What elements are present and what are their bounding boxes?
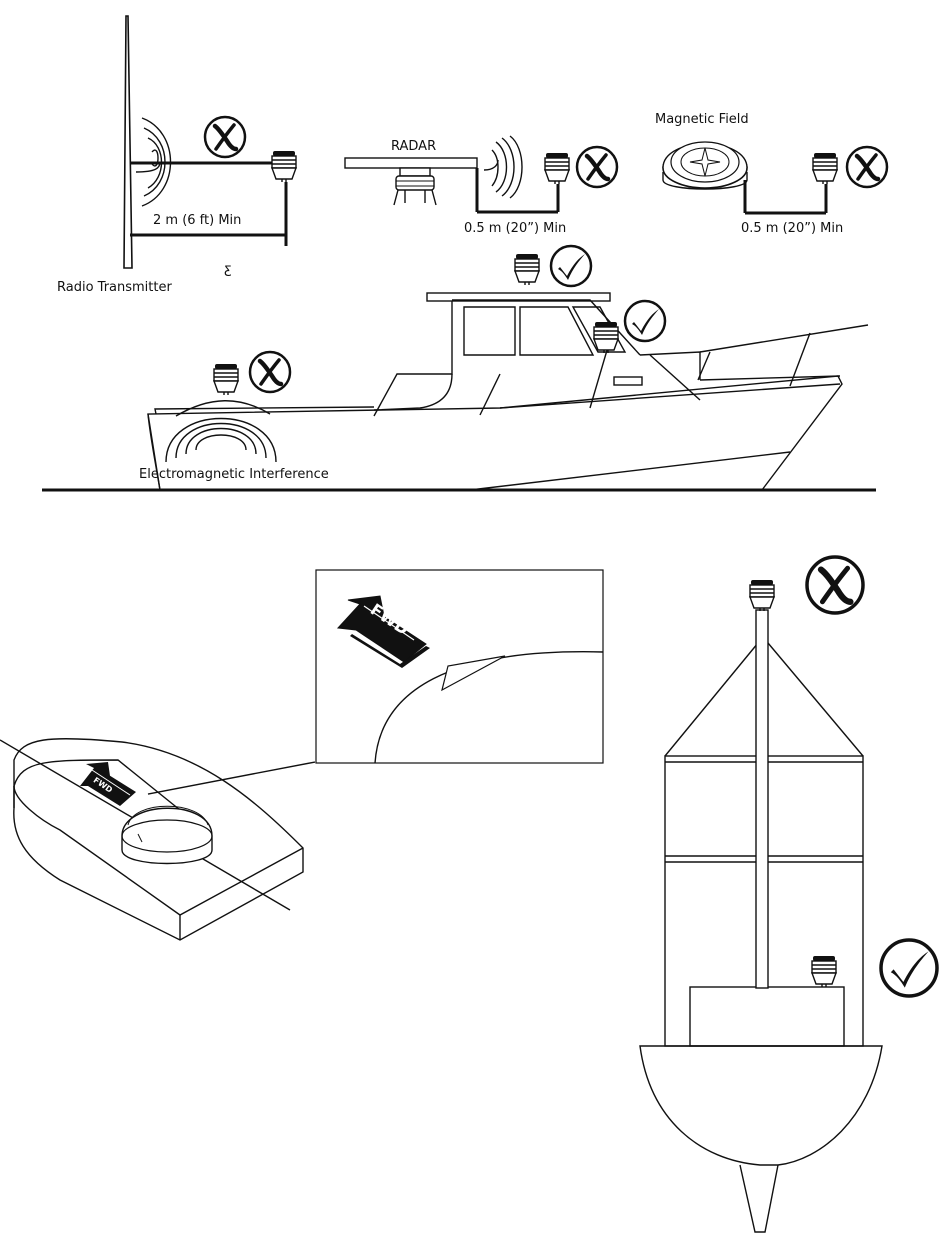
compass-sensor-icon bbox=[811, 955, 837, 988]
distance-label-radar: 0.5 m (20”) Min bbox=[464, 221, 566, 236]
checkmark-icon bbox=[623, 299, 667, 343]
distance-label-radio: 2 m (6 ft) Min bbox=[153, 213, 241, 228]
magnetic-field-label: Magnetic Field bbox=[655, 112, 749, 127]
cross-icon bbox=[807, 557, 863, 613]
cross-icon bbox=[847, 147, 887, 187]
checkmark-icon bbox=[549, 244, 593, 288]
distance-label-magnetic: 0.5 m (20”) Min bbox=[741, 221, 843, 236]
cross-icon bbox=[250, 352, 290, 392]
compass-sensor-icon bbox=[213, 363, 239, 396]
cross-icon bbox=[205, 117, 245, 157]
compass-sensor-icon bbox=[271, 150, 297, 183]
compass-sensor-icon bbox=[812, 152, 838, 185]
compass-sensor-icon bbox=[514, 253, 540, 286]
checkmark-icon bbox=[879, 938, 939, 998]
radio-transmitter-mast bbox=[123, 15, 133, 269]
sensor-dome bbox=[121, 805, 213, 865]
radio-transmitter-label: Radio Transmitter bbox=[57, 280, 172, 295]
em-interference-label: Electromagnetic Interference bbox=[139, 467, 329, 482]
radar-antenna-icon bbox=[344, 157, 478, 206]
sailboat-top-view bbox=[639, 609, 883, 1233]
compass-sensor-icon bbox=[749, 579, 775, 612]
radar-label: RADAR bbox=[391, 139, 436, 154]
compass-sensor-icon bbox=[593, 321, 619, 354]
stray-glyph: ƹ bbox=[224, 262, 232, 277]
cabin-boat bbox=[147, 292, 869, 491]
em-interference-waves-icon bbox=[165, 400, 277, 463]
radar-waves-icon bbox=[483, 135, 523, 199]
cross-icon bbox=[577, 147, 617, 187]
compass-icon bbox=[662, 141, 748, 190]
inset-content bbox=[336, 595, 604, 764]
fwd-arrow-icon bbox=[80, 762, 136, 806]
compass-sensor-icon bbox=[544, 152, 570, 185]
